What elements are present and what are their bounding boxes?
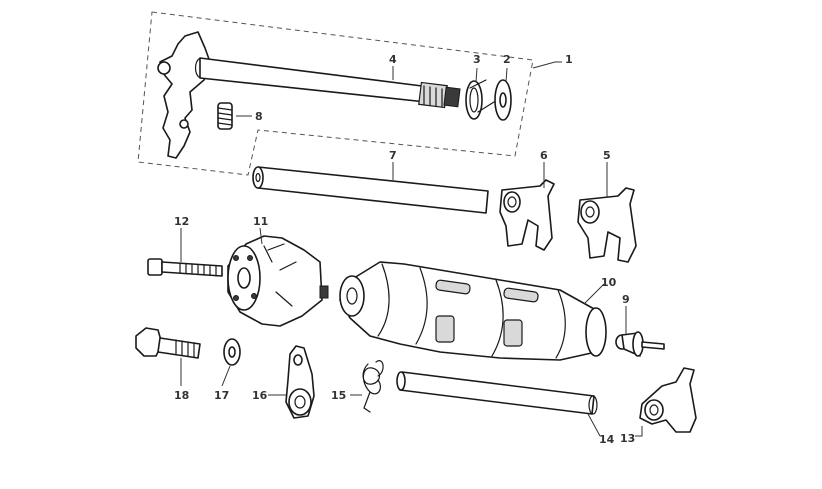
part-stopper-lever-16[interactable] <box>285 345 315 419</box>
callout-3: 3 <box>473 53 481 66</box>
part-washer-2[interactable] <box>494 79 512 121</box>
callout-1: 1 <box>565 53 573 66</box>
callout-5: 5 <box>603 149 611 162</box>
part-shift-drum-10[interactable] <box>339 261 607 361</box>
part-index-cam-11[interactable] <box>227 235 329 327</box>
part-bolt-18[interactable] <box>135 327 201 359</box>
callout-15: 15 <box>331 389 346 402</box>
part-shift-fork-5[interactable] <box>577 187 637 263</box>
callout-10: 10 <box>601 276 617 289</box>
part-washer-17[interactable] <box>223 338 241 366</box>
callout-12: 12 <box>174 215 189 228</box>
part-return-spring[interactable] <box>465 79 495 120</box>
part-shift-shaft[interactable] <box>157 31 461 159</box>
part-fork-shaft-7[interactable] <box>252 166 489 214</box>
callout-9: 9 <box>622 293 630 306</box>
callout-11: 11 <box>253 215 268 228</box>
callout-13: 13 <box>620 432 635 445</box>
callout-14: 14 <box>599 433 615 446</box>
callout-2: 2 <box>503 53 511 66</box>
part-spring-8[interactable] <box>217 102 233 130</box>
part-pin-9[interactable] <box>615 331 665 357</box>
callout-17: 17 <box>214 389 229 402</box>
leader-lines <box>180 61 643 437</box>
callout-8: 8 <box>255 110 263 123</box>
part-shift-fork-13[interactable] <box>639 367 697 433</box>
part-fork-shaft-14[interactable] <box>396 371 598 415</box>
callout-6: 6 <box>540 149 548 162</box>
callout-labels: 1 2 3 4 5 6 7 8 9 10 11 12 13 14 15 16 1… <box>174 53 635 446</box>
callout-16: 16 <box>252 389 268 402</box>
part-spring-15[interactable] <box>362 360 384 413</box>
part-bolt-12[interactable] <box>147 258 223 277</box>
assembly-outline <box>137 11 534 176</box>
callout-4: 4 <box>389 53 397 66</box>
callout-18: 18 <box>174 389 189 402</box>
part-shift-fork-6[interactable] <box>499 179 555 251</box>
callout-7: 7 <box>389 149 397 162</box>
